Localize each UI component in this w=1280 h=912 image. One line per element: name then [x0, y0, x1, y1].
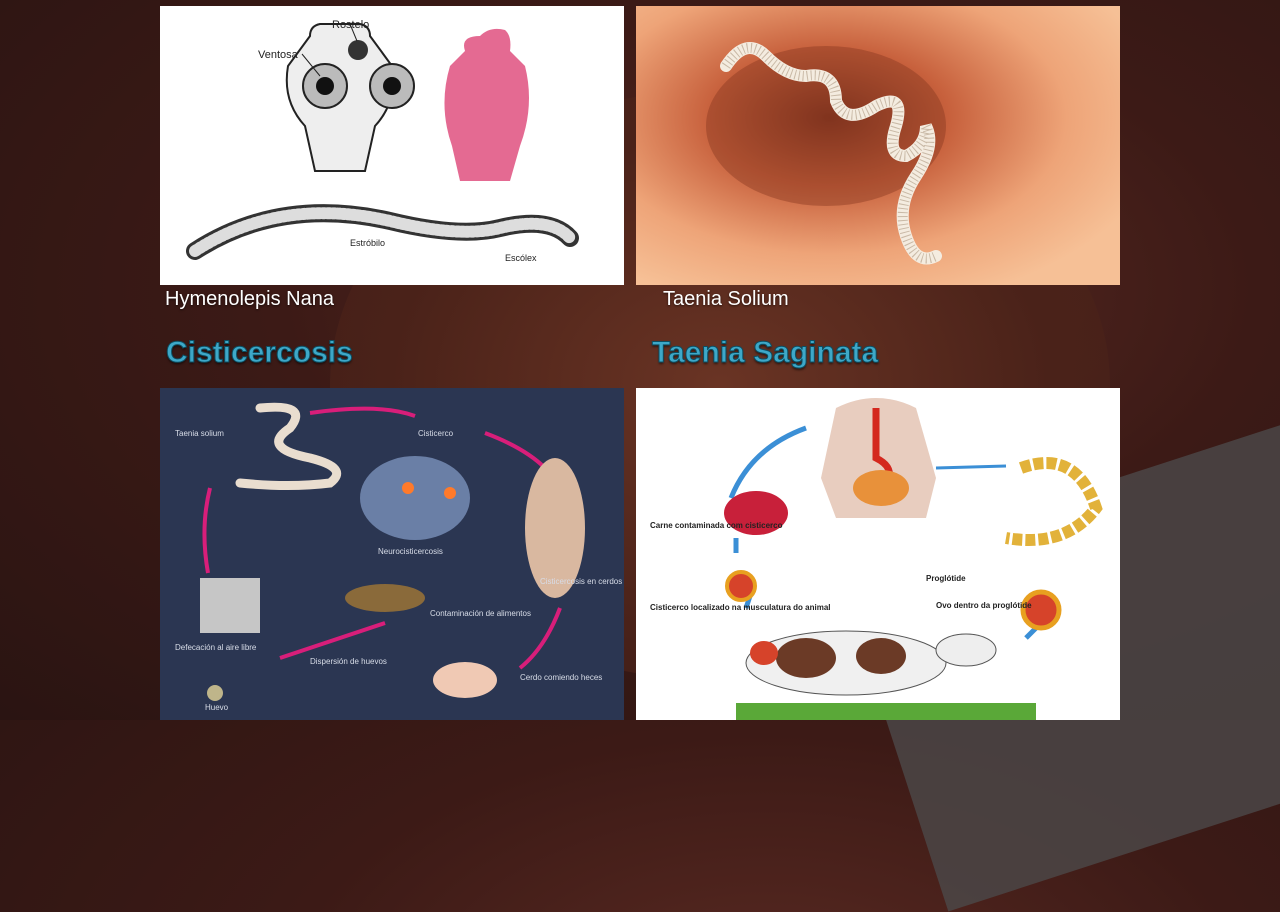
pig-illustration — [433, 662, 497, 698]
cisticercosis-diagram: Taenia solium Cisticerco Neurocisticerco… — [160, 388, 624, 720]
hymenolepis-nana-image: Rostelo Ventosa Estróbilo Escólex — [160, 6, 624, 285]
arrow-blue-2 — [935, 464, 1007, 470]
taenia-saginata-cycle-image: Carne contaminada com cisticerco Proglót… — [636, 388, 1120, 720]
label-ventosa: Ventosa — [258, 49, 299, 61]
cysticercus-illustration — [725, 570, 757, 602]
label-cisticercosis-cerdos: Cisticercosis en cerdos — [540, 577, 622, 586]
label-taenia-solium: Taenia solium — [175, 429, 224, 438]
label-proglotide: Proglótide — [926, 574, 966, 583]
rostellum — [348, 40, 368, 60]
label-dispersion: Dispersión de huevos — [310, 657, 387, 666]
label-neurocisticercosis: Neurocisticercosis — [378, 547, 443, 556]
saginata-diagram: Carne contaminada com cisticerco Proglót… — [636, 388, 1120, 720]
cow-body — [745, 630, 947, 696]
heading-taenia-saginata: Taenia Saginata — [651, 336, 879, 370]
meat-illustration — [724, 491, 788, 535]
stained-specimen — [444, 28, 529, 181]
egg-illustration — [207, 685, 223, 701]
cow-head — [935, 633, 997, 667]
label-rostelo: Rostelo — [332, 19, 369, 31]
egg-illustration — [1020, 589, 1062, 631]
caption-taenia-solium: Taenia Solium — [663, 288, 789, 310]
sucker-right-center — [383, 77, 401, 95]
proglottid-chain — [1005, 457, 1103, 546]
strobila-segments — [189, 207, 576, 257]
person-illustration — [200, 578, 260, 633]
intestines — [853, 470, 909, 506]
label-contaminacion: Contaminación de alimentos — [430, 609, 531, 618]
caption-hymenolepis-nana: Hymenolepis Nana — [165, 288, 334, 310]
label-cerdo-comiendo: Cerdo comiendo heces — [520, 673, 602, 682]
cisticercosis-cycle-image: Taenia solium Cisticerco Neurocisticerco… — [160, 388, 624, 720]
head-illustration — [360, 456, 470, 540]
label-ovo-proglotide: Ovo dentro da proglótide — [936, 601, 1032, 610]
worm-illustration — [235, 402, 342, 490]
arrow-cycle-4 — [279, 621, 386, 660]
label-cisticerco-musculatura: Cisticerco localizado na musculatura do … — [650, 603, 831, 612]
label-defecacion: Defecación al aire libre — [175, 643, 257, 652]
label-estrobilo: Estróbilo — [350, 238, 385, 248]
arrow-cycle-5 — [202, 487, 212, 574]
pig-carcass — [525, 458, 585, 598]
arrow-cycle-1 — [309, 406, 416, 418]
heading-cisticercosis: Cisticercosis — [166, 336, 354, 370]
tapeworm-segments — [721, 43, 939, 264]
arrow-cycle-3 — [518, 607, 562, 670]
arrow-blue-1 — [728, 425, 807, 499]
label-cisticerco: Cisticerco — [418, 429, 454, 438]
food-bowl — [345, 584, 425, 612]
grass — [736, 703, 1036, 720]
label-carne-contaminada: Carne contaminada com cisticerco — [650, 521, 783, 530]
label-escolex: Escólex — [505, 253, 537, 263]
sucker-left-center — [316, 77, 334, 95]
hymenolepis-diagram: Rostelo Ventosa Estróbilo Escólex — [186, 19, 579, 263]
arrow-cycle-2 — [484, 431, 547, 470]
intestine-photo — [636, 6, 1120, 285]
label-huevo: Huevo — [205, 703, 229, 712]
taenia-solium-image — [636, 6, 1120, 285]
